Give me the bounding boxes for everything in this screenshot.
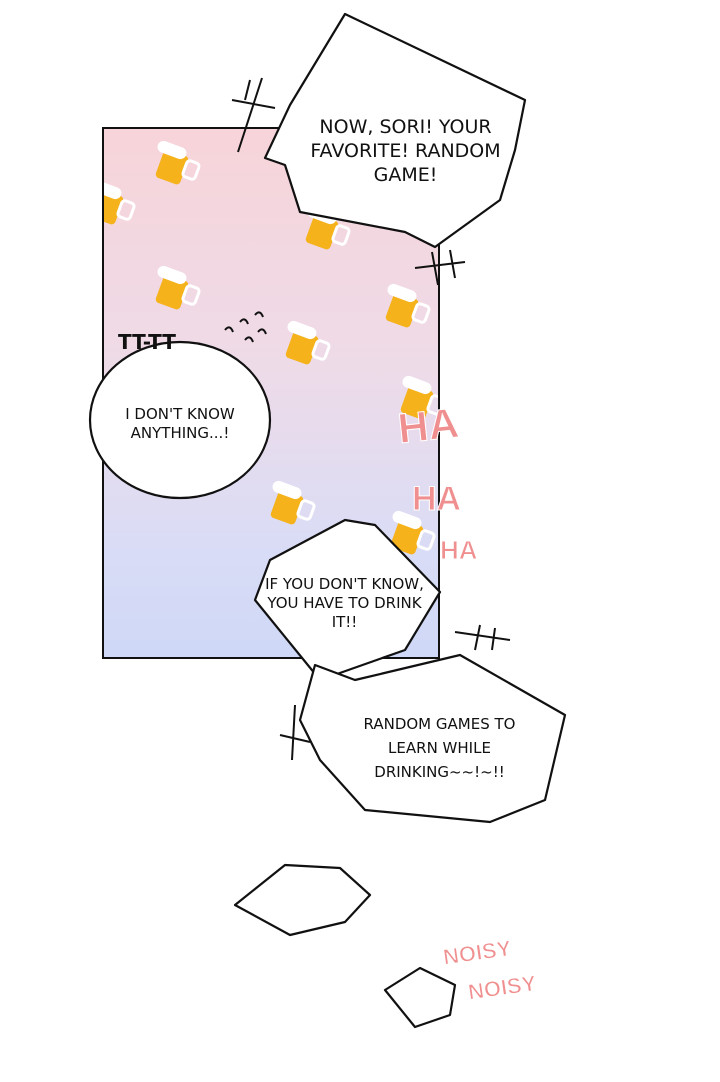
bubble-middle — [253, 518, 442, 682]
bubble-middle-text: IF YOU DON'T KNOW, YOU HAVE TO DRINK IT!… — [265, 575, 424, 631]
bubble-small — [383, 966, 457, 1029]
bubble-round-text: I DON'T KNOW ANYTHING...! — [125, 405, 235, 442]
bubble-top-text: NOW, SORI! YOUR FAVORITE! RANDOM GAME! — [310, 116, 501, 186]
laugh-sfx: HA — [411, 480, 462, 519]
laugh-sfx: HA — [395, 398, 461, 453]
bubble-bottom — [298, 653, 567, 824]
bubble-top — [263, 12, 527, 249]
crying-sfx: TT-TT — [118, 330, 176, 354]
bubble-round — [88, 340, 272, 500]
bubble-bottom-text: RANDOM GAMES TO LEARN WHILE DRINKING~~!~… — [363, 715, 516, 781]
bubble-empty — [233, 863, 372, 937]
laugh-sfx: HA — [440, 535, 479, 566]
